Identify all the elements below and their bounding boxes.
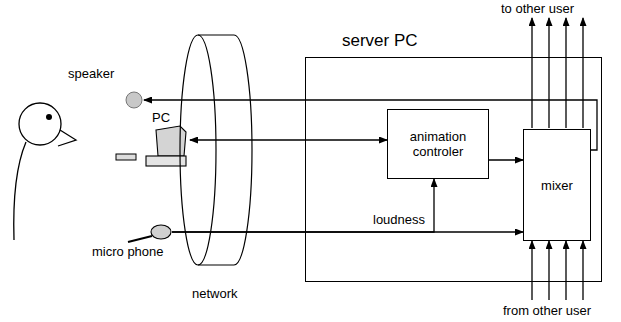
box-label: animation controler bbox=[388, 129, 488, 159]
tube-body bbox=[198, 35, 252, 265]
network-tube bbox=[178, 30, 254, 304]
mic-head bbox=[151, 225, 171, 239]
speaker-circle bbox=[126, 92, 142, 108]
network-cylinder: network bbox=[178, 30, 254, 304]
label-holder: from other user bbox=[502, 303, 592, 318]
process-box: mixer bbox=[523, 129, 591, 241]
label-holder: to other user bbox=[500, 1, 575, 16]
speaker-icon: speaker bbox=[68, 66, 144, 110]
flow-label: from other user bbox=[502, 303, 592, 318]
person-figure bbox=[14, 103, 76, 240]
flow-label: to other user bbox=[500, 1, 575, 16]
tube-face bbox=[180, 35, 216, 265]
node-label: network bbox=[192, 286, 268, 301]
node-label: server PC bbox=[342, 31, 621, 51]
label-holder: loudness bbox=[372, 212, 426, 227]
keyboard bbox=[116, 154, 136, 160]
mic-handle bbox=[128, 236, 152, 242]
node-label: speaker bbox=[68, 66, 144, 81]
server-box: server PCanimation controlermixer bbox=[305, 57, 602, 282]
box-label: mixer bbox=[537, 178, 577, 193]
microphone-icon: micro phone bbox=[92, 218, 172, 276]
pc-icon: PC bbox=[140, 110, 190, 170]
out-arrows bbox=[532, 18, 583, 128]
node-label: PC bbox=[152, 110, 202, 125]
process-box: animation controler bbox=[387, 109, 489, 179]
signal-arrow bbox=[489, 159, 523, 160]
monitor bbox=[156, 126, 186, 156]
signal-arrow bbox=[190, 139, 387, 140]
edge-label: loudness bbox=[372, 212, 426, 227]
in-arrows bbox=[532, 241, 583, 300]
node-label: micro phone bbox=[92, 244, 172, 259]
